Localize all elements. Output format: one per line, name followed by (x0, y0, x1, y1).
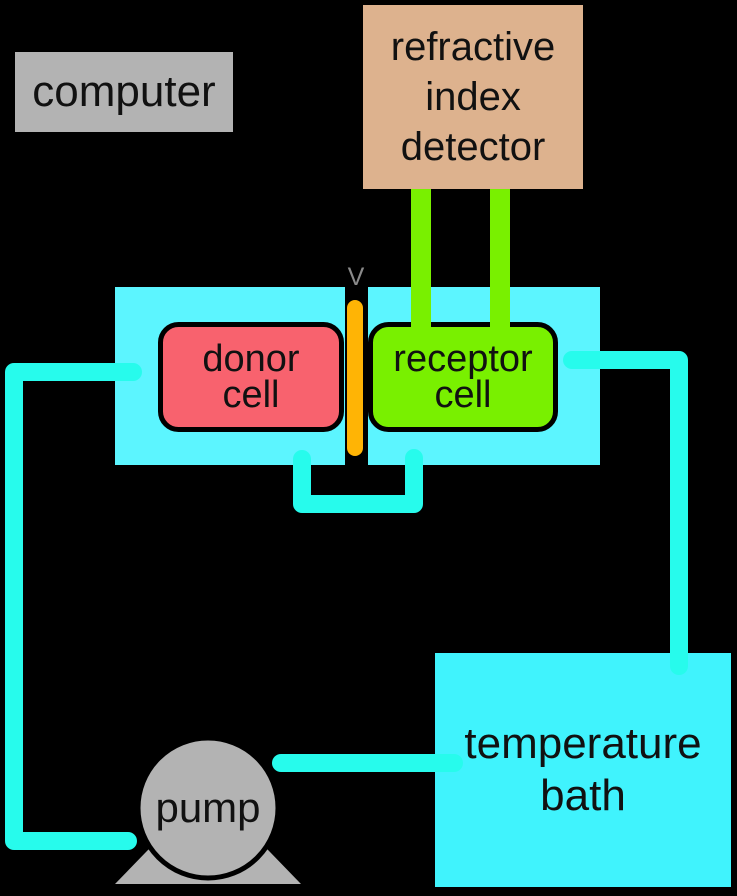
computer-box: computer (15, 52, 233, 132)
detector-label-line1: refractive (390, 25, 556, 69)
temperature-bath-box (435, 653, 731, 887)
computer-label: computer (32, 67, 216, 116)
membrane-bar (347, 300, 363, 456)
refractive-index-detector-box: refractive index detector (363, 5, 583, 189)
u-tube-between-jackets (293, 449, 423, 513)
donor-cell-box (158, 322, 344, 432)
detector-label-line2: index (425, 75, 521, 119)
detector-label-line3: detector (400, 125, 546, 169)
tube-jacket-to-bath (563, 351, 688, 675)
membrane-valve-marker: V (348, 263, 365, 291)
pump-circle (135, 735, 281, 881)
receptor-cell-box (368, 322, 558, 432)
tube-jacket-to-pump (5, 363, 142, 850)
